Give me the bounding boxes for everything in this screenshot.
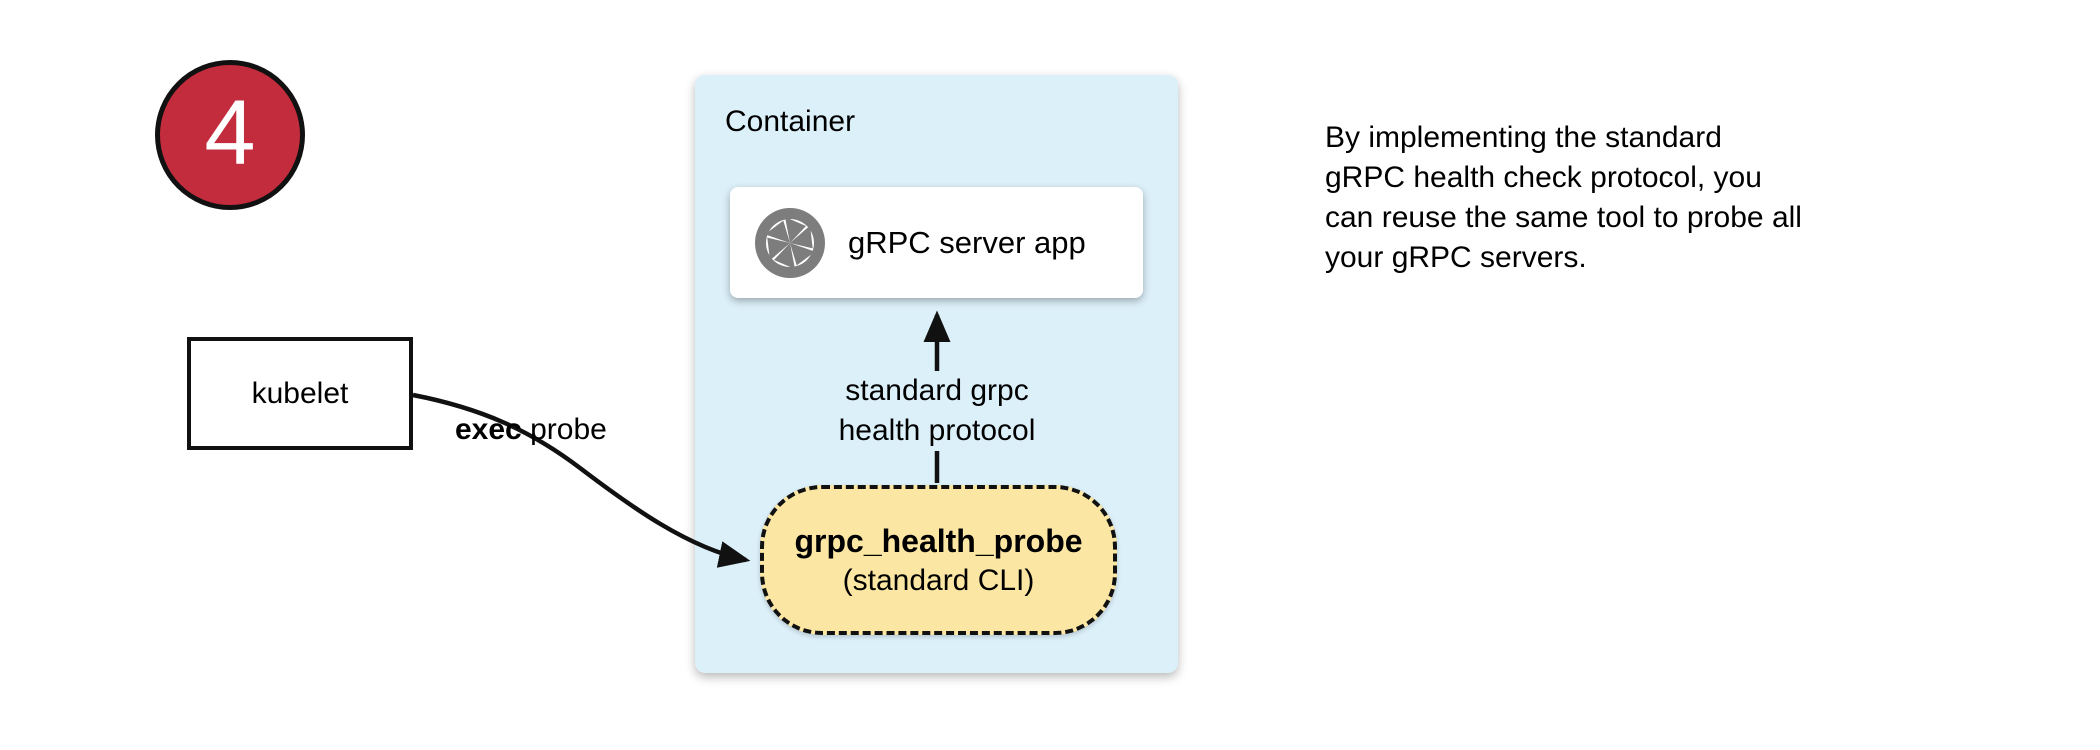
exec-probe-label-bold: exec	[455, 413, 522, 446]
side-note: By implementing the standard gRPC health…	[1325, 118, 1802, 278]
protocol-arrow-label-line2: health protocol	[838, 414, 1036, 447]
side-note-line: your gRPC servers.	[1325, 241, 1587, 274]
side-note-line: By implementing the standard	[1325, 121, 1722, 154]
exec-probe-label-regular: probe	[530, 413, 607, 446]
grpc-server-app-label: gRPC server app	[848, 224, 1086, 260]
kubelet-node: kubelet	[187, 337, 413, 450]
grpc-health-probe-subtitle: (standard CLI)	[842, 564, 1035, 597]
aperture-icon	[754, 207, 826, 279]
protocol-arrow-label-line1: standard grpc	[845, 374, 1029, 407]
exec-probe-label: exec probe	[455, 413, 607, 447]
grpc-server-app-node: gRPC server app	[730, 187, 1143, 298]
container-group-title: Container	[725, 105, 856, 138]
protocol-arrow-label: standard grpc health protocol	[830, 371, 1044, 451]
grpc-health-probe-name: grpc_health_probe	[794, 523, 1083, 559]
step-number-badge: 4	[155, 60, 305, 210]
step-number: 4	[204, 82, 256, 184]
kubelet-label: kubelet	[251, 376, 349, 410]
container-group-box: Container gRPC server app	[695, 75, 1178, 673]
grpc-health-probe-node: grpc_health_probe (standard CLI)	[760, 485, 1117, 635]
side-note-line: can reuse the same tool to probe all	[1325, 201, 1802, 234]
side-note-line: gRPC health check protocol, you	[1325, 161, 1762, 194]
